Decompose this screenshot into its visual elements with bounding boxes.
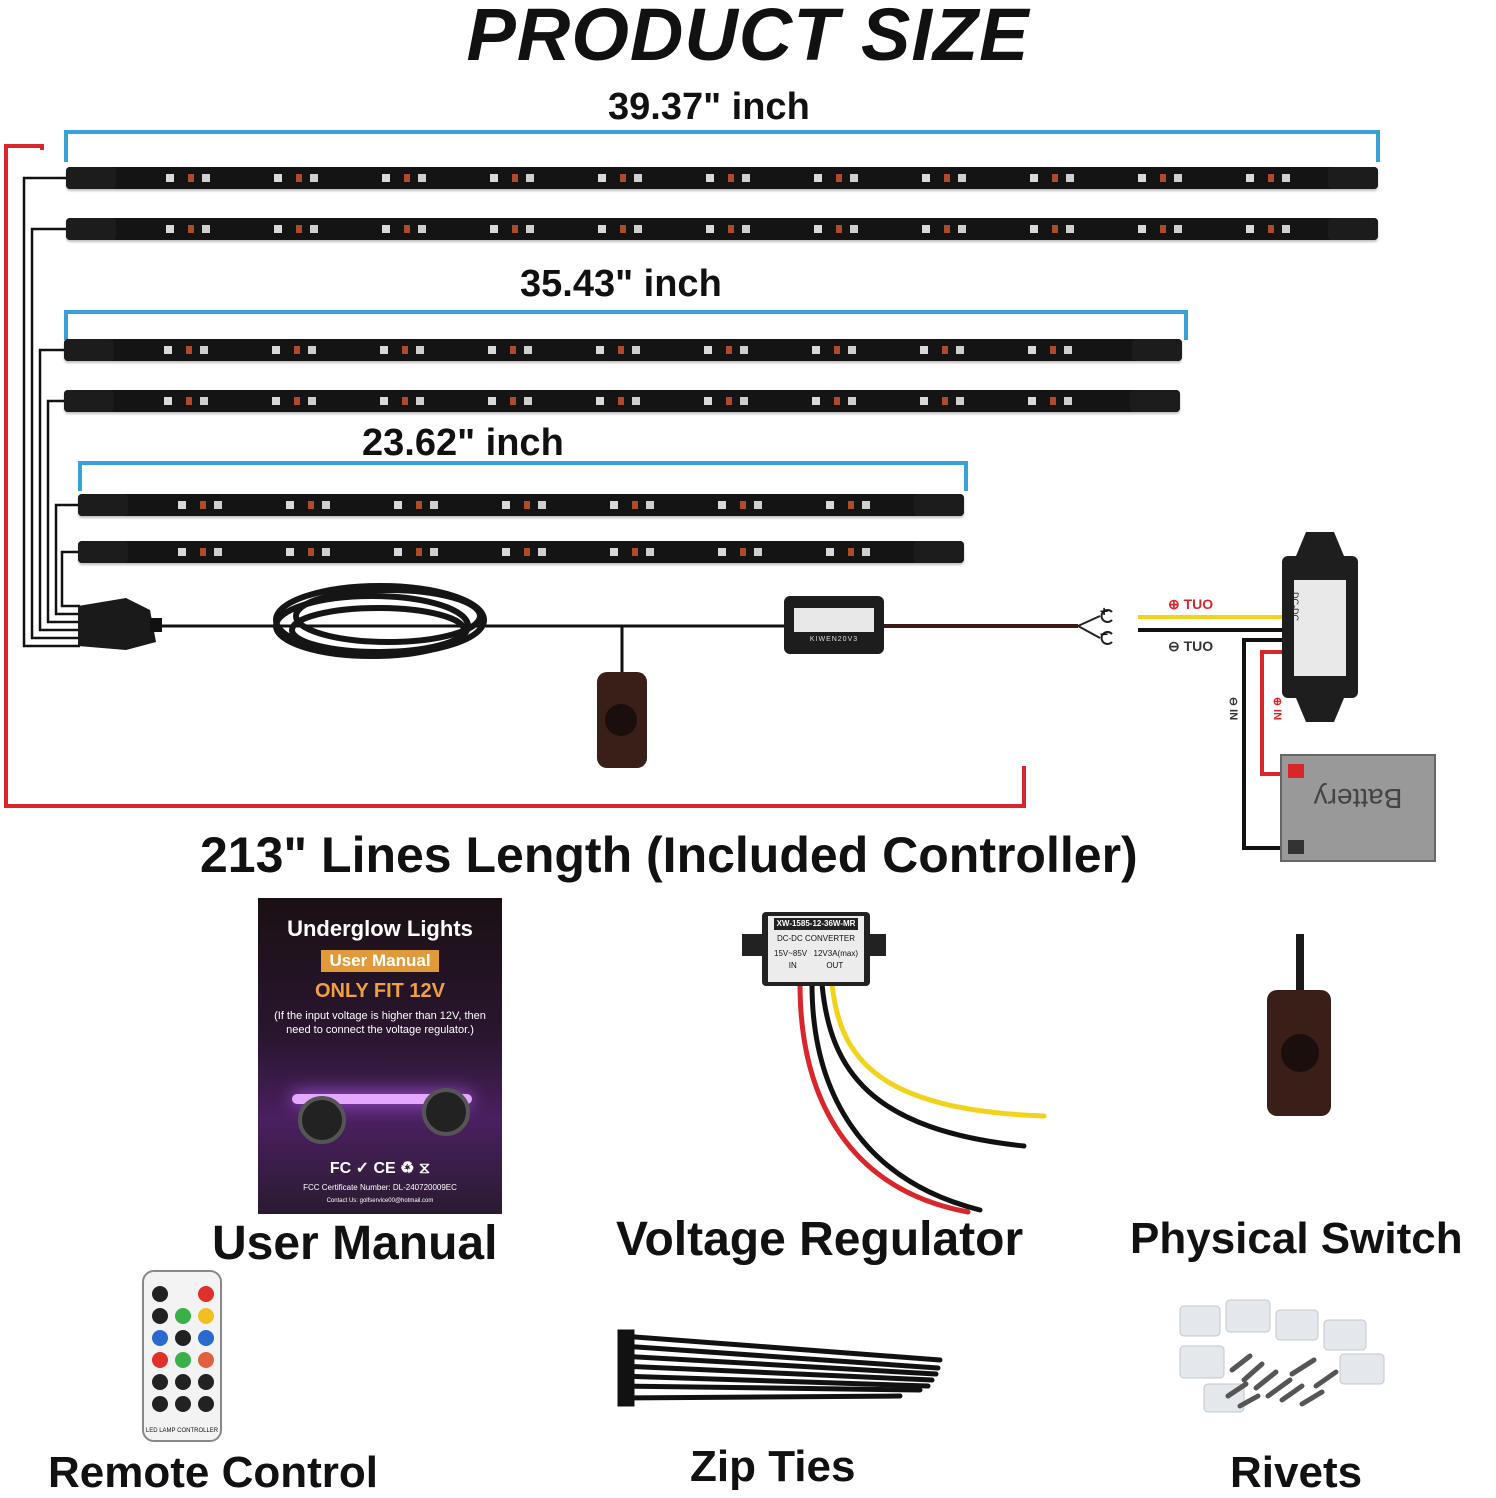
regulator-label: XW-1585-12-36W-MR DC-DC CONVERTER 15V~85… (768, 916, 864, 982)
switch-knob (605, 704, 637, 736)
caption-zip-ties: Zip Ties (690, 1442, 856, 1491)
regulator-input: 15V~85V (774, 949, 808, 958)
page-title: PRODUCT SIZE (466, 0, 1030, 76)
led-strip-long-1 (66, 167, 1378, 189)
battery-positive-terminal (1288, 764, 1304, 778)
led-strip-short-2 (78, 541, 964, 563)
battery: Battery (1280, 754, 1436, 862)
regulator-model: XW-1585-12-36W-MR (774, 918, 858, 930)
led-strip-short-1 (78, 494, 964, 516)
regulator-out-label: OUT (826, 961, 844, 970)
manual-fit: ONLY FIT 12V (314, 980, 446, 1002)
regulator-type: DC-DC CONVERTER (776, 934, 856, 943)
caption-physical-switch: Physical Switch (1130, 1214, 1463, 1263)
led-strip-long-2 (66, 218, 1378, 240)
controller-module-label (794, 608, 874, 632)
inline-switch (597, 672, 647, 768)
bracket-medium (64, 310, 1188, 340)
zip-ties-drawing (617, 1329, 943, 1407)
regulator-in-label: IN (788, 961, 797, 970)
regulator-mount-right (868, 934, 886, 956)
manual-note: (If the input voltage is higher than 12V… (274, 1010, 486, 1036)
caption-remote-control: Remote Control (48, 1448, 378, 1497)
manual-badge: User Manual (321, 950, 439, 972)
cable-coil (273, 583, 487, 659)
physical-switch (1267, 990, 1331, 1116)
battery-label: Battery (1313, 783, 1403, 814)
user-manual-cover: Underglow Lights User Manual ONLY FIT 12… (258, 898, 502, 1214)
dimension-label-long: 39.37" inch (608, 86, 810, 128)
caption-rivets: Rivets (1230, 1448, 1363, 1497)
bracket-long (64, 130, 1380, 162)
dimension-label-short: 23.62" inch (362, 422, 564, 464)
led-strip-medium-2 (64, 390, 1180, 412)
diagram-regulator-label: DC-DC (1290, 592, 1300, 621)
manual-cert: FCC Certificate Number: DL-240720009EC (303, 1183, 457, 1192)
voltage-regulator: XW-1585-12-36W-MR DC-DC CONVERTER 15V~85… (762, 912, 870, 986)
controller-module-brand: KIWEN20V3 (809, 636, 859, 643)
bracket-short (78, 461, 968, 491)
regulator-output: 12V3A(max) (813, 949, 858, 958)
battery-negative-terminal (1288, 840, 1304, 854)
remote-control: LED LAMP CONTROLLER (142, 1270, 222, 1442)
in-negative-label: ⊖ IN (1227, 696, 1240, 721)
manual-cert-marks: FC ✓ CE ♻ ⧖ (329, 1160, 431, 1177)
plus-sign: + (1100, 603, 1109, 619)
regulator-mount-left (742, 934, 764, 956)
minus-sign: − (1100, 626, 1109, 642)
controller-module: KIWEN20V3 (784, 596, 884, 654)
led-strip-medium-1 (64, 339, 1182, 361)
physical-switch-knob (1281, 1034, 1319, 1072)
manual-heading: Underglow Lights (287, 916, 473, 941)
remote-label: LED LAMP CONTROLLER (145, 1428, 219, 1434)
caption-user-manual: User Manual (212, 1217, 498, 1270)
length-line (4, 144, 1026, 808)
caption-voltage-regulator: Voltage Regulator (616, 1213, 1024, 1266)
connector-hub (78, 598, 156, 650)
dimension-label-medium: 35.43" inch (520, 263, 722, 305)
manual-vehicle-image (282, 1058, 482, 1144)
strip-lead-wires (22, 176, 80, 648)
lines-length-label: 213" Lines Length (Included Controller) (200, 827, 1138, 883)
in-negative-text: IN (1227, 709, 1240, 721)
out-positive-label: ⊕ TUO (1168, 596, 1214, 612)
out-negative-label: ⊖ TUO (1168, 638, 1214, 654)
in-positive-label: ⊕ IN (1271, 696, 1284, 721)
manual-contact: Contact Us: golfservice00@hotmail.com (326, 1198, 434, 1204)
out-negative-text: TUO (1183, 638, 1214, 654)
rivets-drawing (1179, 1299, 1385, 1413)
in-positive-text: IN (1271, 709, 1284, 721)
out-positive-text: TUO (1183, 596, 1214, 612)
